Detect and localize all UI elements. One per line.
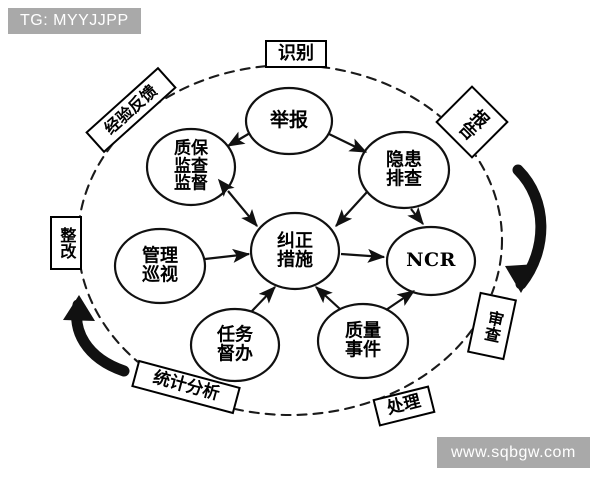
edge-zhibao-jiuzheng bbox=[217, 178, 258, 228]
left-curved-arrow-head bbox=[63, 295, 95, 321]
edge-yinhuan-ncr bbox=[407, 206, 424, 226]
node-yinhuan[interactable] bbox=[357, 130, 451, 210]
node-ncr[interactable] bbox=[385, 225, 477, 297]
edge-jubao-zhibao bbox=[226, 131, 251, 147]
edge-yinhuan-jiuzheng bbox=[335, 191, 368, 227]
connector-arrows bbox=[204, 131, 424, 312]
cycle-direction-arrows bbox=[63, 164, 547, 377]
node-renwu[interactable] bbox=[189, 307, 281, 383]
phase-box-shibie: 识别 bbox=[265, 40, 327, 68]
node-guanli[interactable] bbox=[113, 227, 207, 305]
edge-jubao-yinhuan bbox=[328, 133, 368, 153]
node-zhiliang[interactable] bbox=[316, 302, 410, 380]
edge-zhiliang-jiuzheng bbox=[315, 286, 341, 310]
node-jiuzheng[interactable] bbox=[249, 211, 341, 291]
edge-zhiliang-ncr bbox=[385, 290, 416, 311]
watermark-url-overlay: www.sqbgw.com bbox=[437, 437, 590, 468]
edge-guanli-jiuzheng bbox=[204, 248, 251, 263]
top-left-tag-overlay: TG: MYYJJPP bbox=[8, 8, 141, 34]
phase-box-zhenggai: 整改 bbox=[50, 216, 82, 270]
node-zhibao[interactable] bbox=[145, 127, 237, 207]
right-curved-arrow-head bbox=[505, 264, 537, 293]
node-shapes bbox=[113, 86, 477, 383]
node-jubao[interactable] bbox=[244, 86, 334, 156]
edge-jiuzheng-ncr bbox=[340, 248, 386, 263]
edge-renwu-jiuzheng bbox=[251, 286, 276, 312]
